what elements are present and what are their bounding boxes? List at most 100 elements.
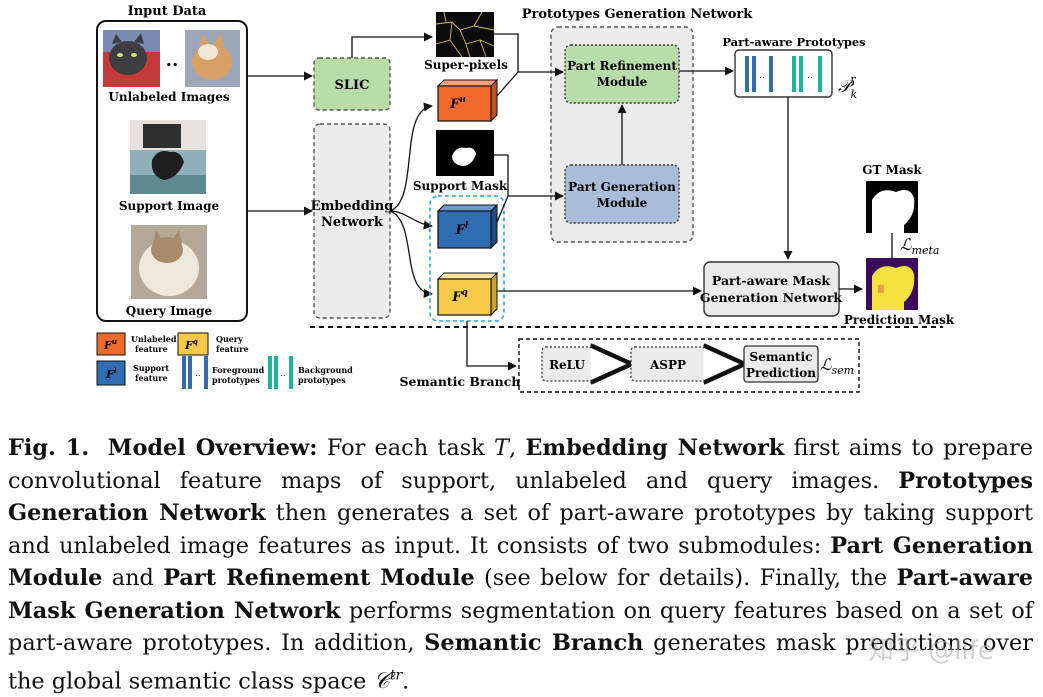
watermark: 知乎 @life [868, 636, 994, 666]
arrow-embedding-to-fu [389, 102, 433, 212]
prediction-mask-image [866, 258, 918, 310]
l-meta-symbol: ℒmeta [900, 235, 939, 257]
legend-fl-swatch [96, 360, 126, 386]
arrow-fq-to-semantic [466, 321, 517, 371]
pap-title: Part-aware Prototypes [722, 35, 865, 49]
query-image [131, 225, 207, 299]
caption-text-9: . [402, 667, 410, 694]
gt-mask-label: GT Mask [862, 163, 922, 177]
embedding-network-line1: Embedding [311, 199, 394, 214]
unlabeled-image-2 [185, 30, 240, 87]
legend-query-line2: feature [216, 344, 249, 354]
arrow-embedding-to-fl [389, 210, 433, 230]
gt-mask-image [866, 181, 918, 233]
superpixels-image [435, 11, 495, 58]
caption-title: Model Overview: [107, 435, 318, 461]
part-refinement-module-box [564, 44, 680, 104]
support-mask-image [436, 130, 494, 176]
part-aware-prototypes-box [734, 49, 833, 98]
pgm-line2: Module [597, 196, 648, 210]
caption-ctr-symbol: 𝒞tr [373, 667, 403, 694]
caption-prm: Part Refinement Module [163, 565, 475, 591]
caption-text-6: (see below for details). Finally, the [474, 565, 897, 591]
caption-pgn: Prototypes Generation Network [8, 467, 1033, 527]
caption-fig-label: Fig. 1. [8, 435, 90, 461]
legend-bg-line1: Background [298, 365, 353, 375]
pgn-title: Prototypes Generation Network [522, 7, 754, 22]
relu-label: ReLU [549, 358, 585, 372]
legend-fq-swatch [177, 332, 209, 356]
legend-fg-bar-2 [188, 356, 192, 389]
caption-pamgn: Part-aware Mask Generation Network [8, 565, 1033, 624]
part-generation-module-box [564, 164, 680, 224]
legend-bg-line2: prototypes [298, 375, 346, 385]
arrow-fl-to-pgm [496, 195, 509, 223]
slic-box [313, 57, 391, 111]
semantic-prediction-box [743, 345, 819, 383]
legend-support-line2: feature [135, 373, 168, 383]
pamgn-line1: Part-aware Mask [712, 273, 831, 288]
caption-text-8: generates mask predictions over the glob… [8, 630, 1033, 694]
legend-fq-symbol: Fq [184, 337, 198, 352]
arrow-embedding-to-fq [389, 210, 433, 299]
caption-semantic-branch: Semantic Branch [424, 630, 644, 656]
legend-bg-bar-1 [268, 356, 272, 389]
legend-bg-bar-3 [289, 356, 293, 389]
arrow-fu-to-prm [496, 71, 519, 97]
legend-fg-line2: prototypes [212, 375, 260, 385]
support-mask-label: Support Mask [413, 179, 508, 193]
legend-fg-bar-1 [182, 356, 186, 389]
figure-caption: Fig. 1. Model Overview: For each task T,… [8, 432, 1033, 694]
arrow-support-mask-to-pgm [494, 154, 564, 201]
embedding-network-box [313, 123, 391, 319]
fl-feature-cube [436, 203, 499, 250]
caption-text-7: performs segmentation on query features … [8, 597, 1033, 657]
caption-text-4: then generates a set of part-aware proto… [8, 500, 1033, 559]
fg-proto-ellipsis: .. [759, 71, 765, 81]
legend-fl-symbol: Fl [105, 366, 117, 381]
legend-bg-bar-2 [274, 356, 278, 389]
legend-unlabeled-line1: Unlabeled [131, 334, 177, 344]
legend-query-line1: Query [216, 334, 243, 344]
caption-embedding-network: Embedding Network [525, 435, 785, 461]
legend-fg-bar-3 [204, 356, 208, 389]
model-overview-figure: Input Data .. Unlabeled Images Support I… [96, 4, 955, 393]
prm-line2: Module [597, 75, 648, 89]
fu-label: Fu [449, 95, 466, 112]
unlabeled-images-label: Unlabeled Images [108, 90, 229, 104]
unlabeled-ellipsis: .. [166, 50, 179, 71]
foreground-prototype-bars [745, 56, 773, 92]
arrow-superpixels-to-prm [494, 33, 564, 77]
legend: Fu Unlabeled feature Fq Query feature Fl… [96, 332, 353, 389]
legend-fg-line1: Foreground [212, 365, 265, 375]
caption-task-t: T [494, 435, 509, 461]
legend-fu-swatch [96, 332, 126, 356]
embedding-network-line2: Network [321, 215, 384, 230]
legend-fu-symbol: Fu [103, 337, 117, 352]
fq-label: Fq [451, 288, 468, 305]
background-prototype-bars [792, 56, 822, 92]
caption-text-2: , [508, 435, 526, 461]
sem-pred-line2: Prediction [746, 366, 816, 380]
l-sem-symbol: ℒsem [820, 355, 854, 377]
legend-support-line1: Support [133, 363, 169, 373]
input-data-title: Input Data [128, 4, 207, 19]
fu-feature-cube [436, 78, 499, 123]
caption-text-5: and [102, 565, 164, 591]
unlabeled-image-1 [103, 30, 160, 87]
semantic-branch-box [518, 338, 860, 393]
legend-fg-ellipsis: .. [195, 369, 200, 378]
legend-bg-ellipsis: .. [280, 369, 285, 378]
pamgn-line2: Generation Network [700, 290, 842, 305]
semantic-branch-label: Semantic Branch [400, 374, 521, 389]
fq-feature-cube [436, 271, 499, 317]
pgm-line1: Part Generation [568, 180, 676, 194]
prm-line1: Part Refinement [567, 59, 677, 73]
legend-unlabeled-line2: feature [135, 344, 168, 354]
arrow-slic-to-superpixels [351, 32, 433, 58]
prediction-mask-label: Prediction Mask [844, 313, 955, 327]
aspp-label: ASPP [649, 358, 686, 372]
fl-label: Fl [455, 221, 469, 238]
slic-label: SLIC [335, 78, 370, 93]
